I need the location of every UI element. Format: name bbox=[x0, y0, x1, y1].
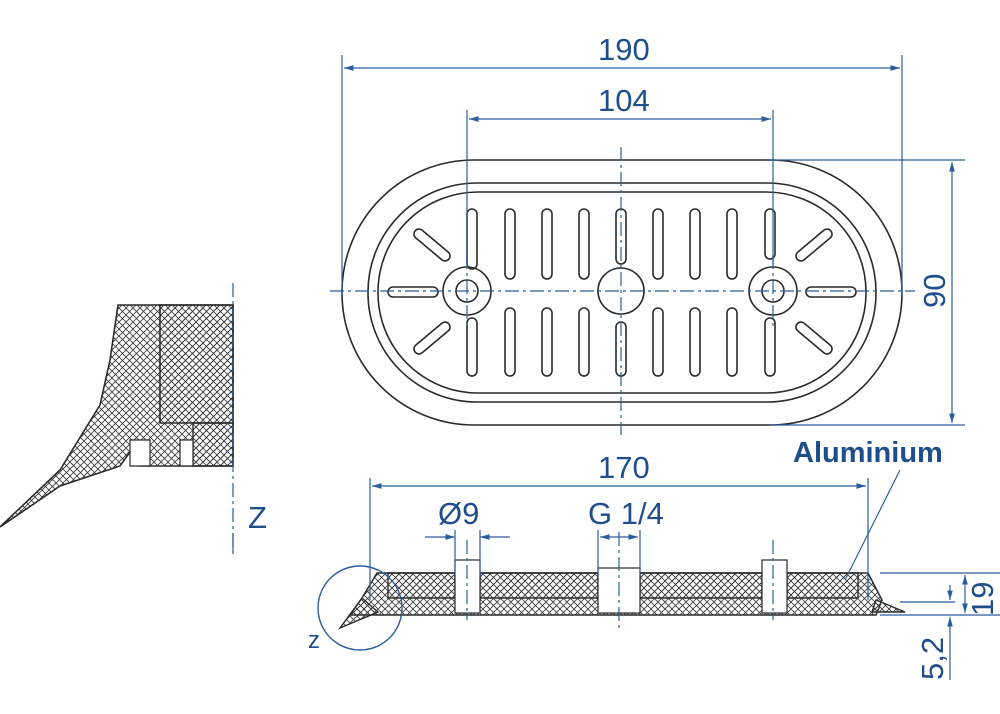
detail-label-z: Z bbox=[248, 500, 267, 535]
dimension-thread bbox=[597, 530, 641, 575]
dimension-19 bbox=[880, 572, 1000, 616]
suction-cup-outline bbox=[341, 159, 903, 426]
dimension-90 bbox=[770, 159, 965, 426]
aluminium-leader bbox=[844, 469, 901, 581]
detail-circle-label: z bbox=[308, 627, 320, 654]
dimension-190 bbox=[341, 55, 903, 295]
dim-19-text: 19 bbox=[965, 582, 1000, 616]
dim-5-2-text: 5,2 bbox=[915, 637, 950, 680]
dimension-5-2 bbox=[900, 585, 955, 680]
inner-lip-outline bbox=[367, 182, 877, 403]
dim-diameter-text: Ø9 bbox=[438, 496, 479, 531]
slot-pattern bbox=[387, 208, 857, 377]
material-label: Aluminium bbox=[793, 437, 943, 469]
detail-circle bbox=[317, 565, 403, 651]
dim-thread-text: G 1/4 bbox=[588, 496, 664, 531]
dimension-104 bbox=[466, 110, 774, 265]
dim-170-text: 170 bbox=[598, 450, 650, 485]
detail-z-section bbox=[0, 283, 234, 555]
dim-90-text: 90 bbox=[917, 274, 952, 308]
side-section bbox=[337, 532, 906, 632]
top-view bbox=[330, 147, 915, 435]
dim-190-text: 190 bbox=[598, 32, 650, 67]
dimension-170 bbox=[369, 478, 869, 600]
dimension-hole-diameter bbox=[425, 530, 510, 575]
dim-104-text: 104 bbox=[598, 83, 650, 118]
